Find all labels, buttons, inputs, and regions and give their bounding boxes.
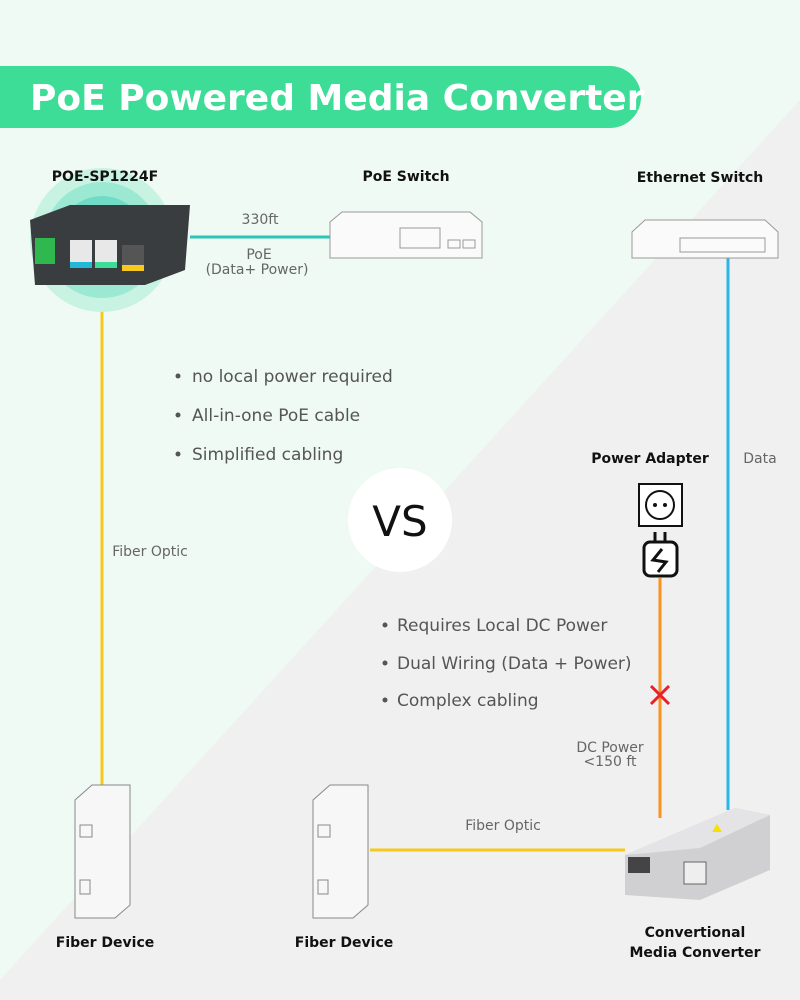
bullet-item: no local power required [192,367,393,387]
bullet-item: Requires Local DC Power [397,616,607,636]
conventional-media-converter-device [625,808,770,900]
converter-label-line1: Convertional [645,925,746,941]
fiber-optic-label-left: Fiber Optic [112,544,188,560]
converter-label-line2: Media Converter [629,945,760,961]
data-label: Data [743,451,776,467]
poe-switch-device [329,211,483,259]
fiber-device-label-left: Fiber Device [56,935,155,951]
bullet-item: Dual Wiring (Data + Power) [397,654,632,674]
socket-icon [638,483,683,527]
ethernet-switch-label: Ethernet Switch [637,170,763,186]
bullet-item: All-in-one PoE cable [192,406,360,426]
fiber-device-right [312,784,369,919]
vs-badge [348,468,452,572]
right-bullets: Requires Local DC Power Dual Wiring (Dat… [382,616,632,711]
dc-distance-label: <150 ft [583,754,637,770]
bullet-item: Complex cabling [397,691,539,711]
power-adapter-label: Power Adapter [591,451,709,467]
vs-text: VS [372,497,427,546]
title-banner [0,66,641,128]
bullet-item: Simplified cabling [192,445,343,465]
dc-power-label: DC Power [576,740,644,756]
poe-sp1224f-label: POE-SP1224F [52,169,158,185]
left-bullets: no local power required All-in-one PoE c… [175,367,393,465]
cross-icon [649,684,671,706]
poe-switch-label: PoE Switch [362,169,449,185]
fiber-device-label-right: Fiber Device [295,935,394,951]
distance-label: 330ft [242,212,279,228]
fiber-optic-label-right: Fiber Optic [465,818,541,834]
ethernet-switch-device [631,219,779,259]
poe-label: PoE [246,247,271,263]
data-power-label: (Data+ Power) [206,262,309,278]
poe-sp1224f-device [30,168,190,312]
fiber-device-left [74,784,131,919]
page-title: PoE Powered Media Converter [30,78,645,119]
plug-icon [642,532,679,578]
